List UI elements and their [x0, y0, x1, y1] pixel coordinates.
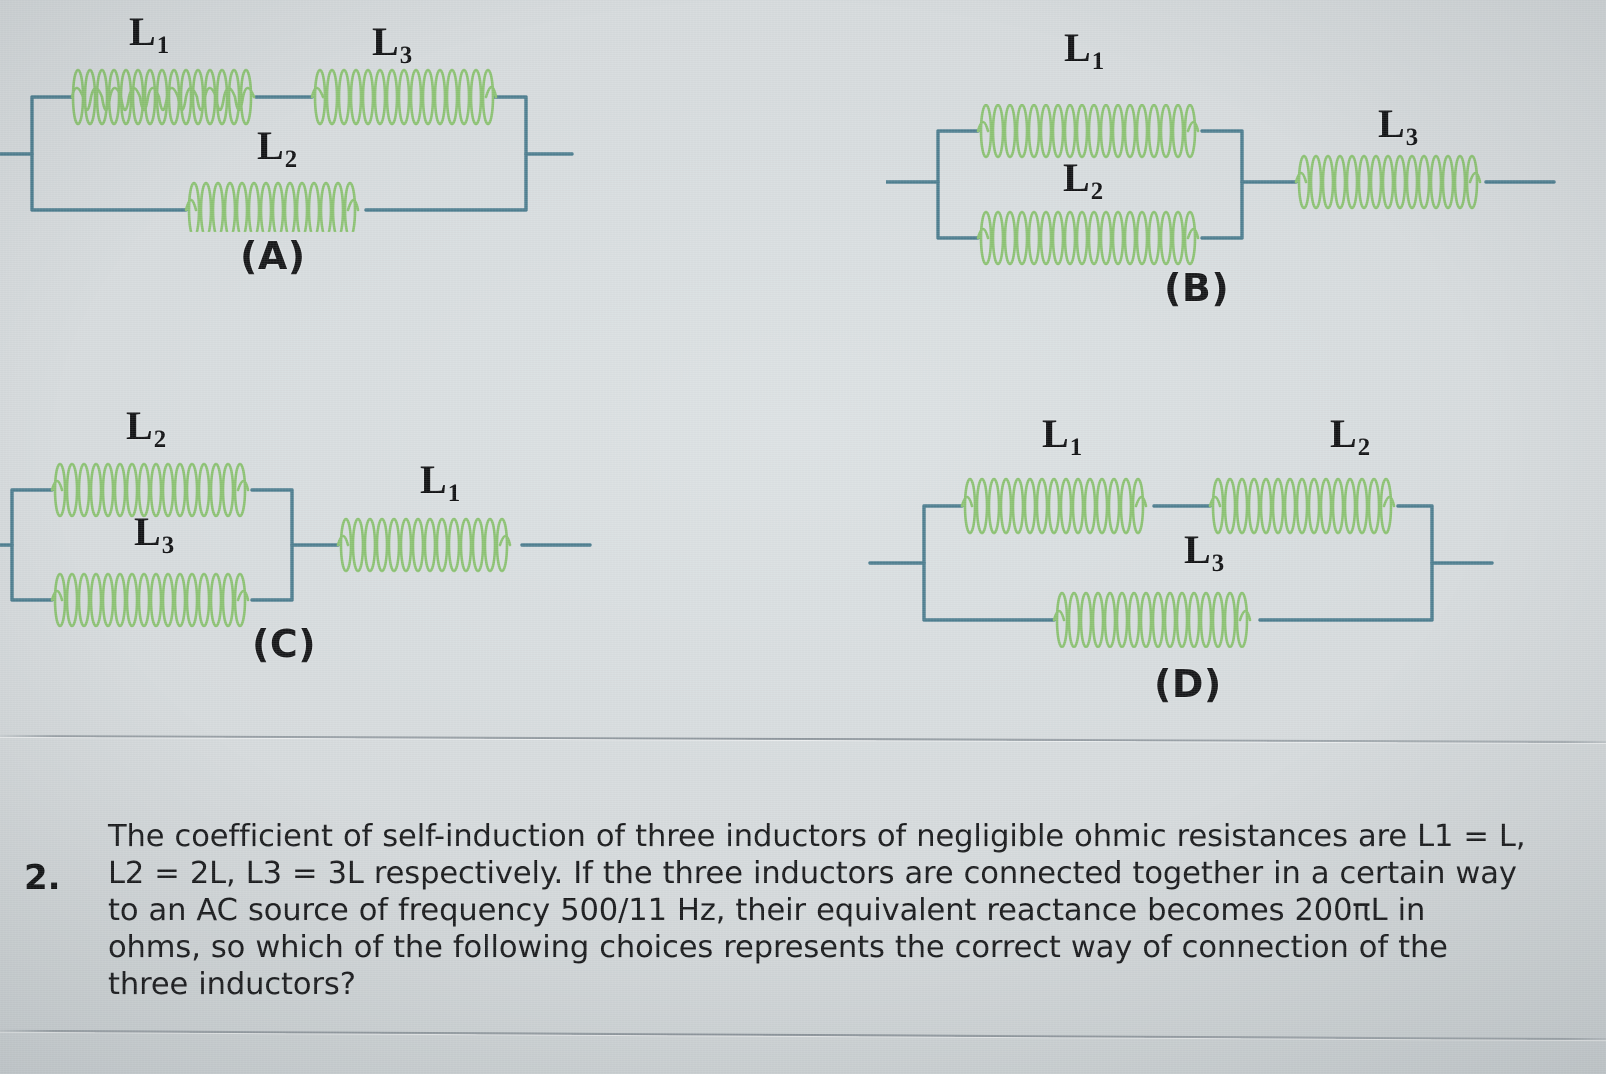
circuit-option-c[interactable]	[0, 460, 610, 630]
coil-label-b-l2: L2	[1063, 155, 1104, 206]
coil-group-c	[50, 462, 512, 628]
option-label-d: (D)	[1154, 662, 1222, 706]
coil-label-b-l3: L3	[1378, 101, 1419, 152]
coil-label-c-l1: L1	[420, 457, 461, 508]
coil-l1-c	[336, 517, 512, 573]
coil-group-b	[976, 104, 1482, 266]
question-number: 2.	[24, 858, 61, 898]
coil-label-d-l2: L2	[1330, 411, 1371, 462]
coil-l3-a	[310, 68, 498, 126]
coil-label-d-l1: L1	[1042, 411, 1083, 462]
circuit-option-d[interactable]	[862, 468, 1606, 648]
coil-l2-a	[184, 181, 360, 232]
circuit-diagram-a	[0, 68, 574, 232]
wires-d	[868, 504, 1494, 622]
coil-l2-b	[976, 210, 1200, 266]
circuit-diagram-d	[868, 477, 1494, 648]
circuit-option-b[interactable]	[886, 104, 1606, 274]
coil-label-d-l3: L3	[1184, 527, 1225, 578]
coil-l2-c	[50, 462, 250, 518]
divider-top	[0, 734, 1606, 744]
wires-a	[0, 95, 574, 212]
circuit-diagram-c	[0, 462, 592, 628]
coil-label-a-l1: L1	[129, 9, 170, 60]
wires-c	[0, 488, 592, 602]
coil-l2-d	[1208, 477, 1396, 535]
coil-l3-d	[1052, 591, 1252, 648]
question-text: The coefficient of self-induction of thr…	[108, 819, 1526, 1002]
coil-label-c-l2: L2	[126, 403, 167, 454]
coil-l3-c	[50, 572, 250, 628]
coil-l1-a	[70, 68, 256, 126]
circuit-diagram-b	[886, 104, 1556, 266]
coil-group-a	[70, 68, 498, 232]
circuit-option-a[interactable]	[0, 62, 594, 232]
option-label-c: (C)	[252, 622, 317, 666]
wires-b	[886, 129, 1556, 240]
option-label-a: (A)	[240, 234, 306, 278]
coil-l1-b	[976, 104, 1200, 159]
option-label-b: (B)	[1164, 266, 1230, 310]
coil-group-d	[960, 477, 1396, 648]
coil-label-c-l3: L3	[134, 509, 175, 560]
coil-label-a-l3: L3	[372, 19, 413, 70]
coil-label-a-l2: L2	[257, 123, 298, 174]
coil-l1-d	[960, 477, 1148, 535]
coil-label-b-l1: L1	[1064, 25, 1105, 76]
coil-l3-b	[1294, 154, 1482, 210]
